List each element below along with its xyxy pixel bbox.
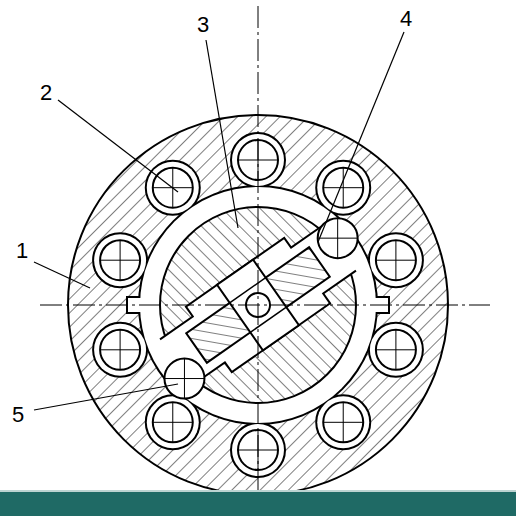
center-line (40, 305, 490, 306)
callout-number: 5 (12, 404, 24, 426)
center-line (258, 6, 259, 510)
callout-number: 2 (40, 82, 52, 104)
footer-bar (0, 492, 516, 516)
footer-rule (0, 490, 516, 492)
callout-number: 1 (16, 240, 28, 262)
callout-number: 3 (197, 14, 209, 36)
callout-number: 4 (400, 8, 412, 30)
leader-lines (34, 32, 404, 410)
